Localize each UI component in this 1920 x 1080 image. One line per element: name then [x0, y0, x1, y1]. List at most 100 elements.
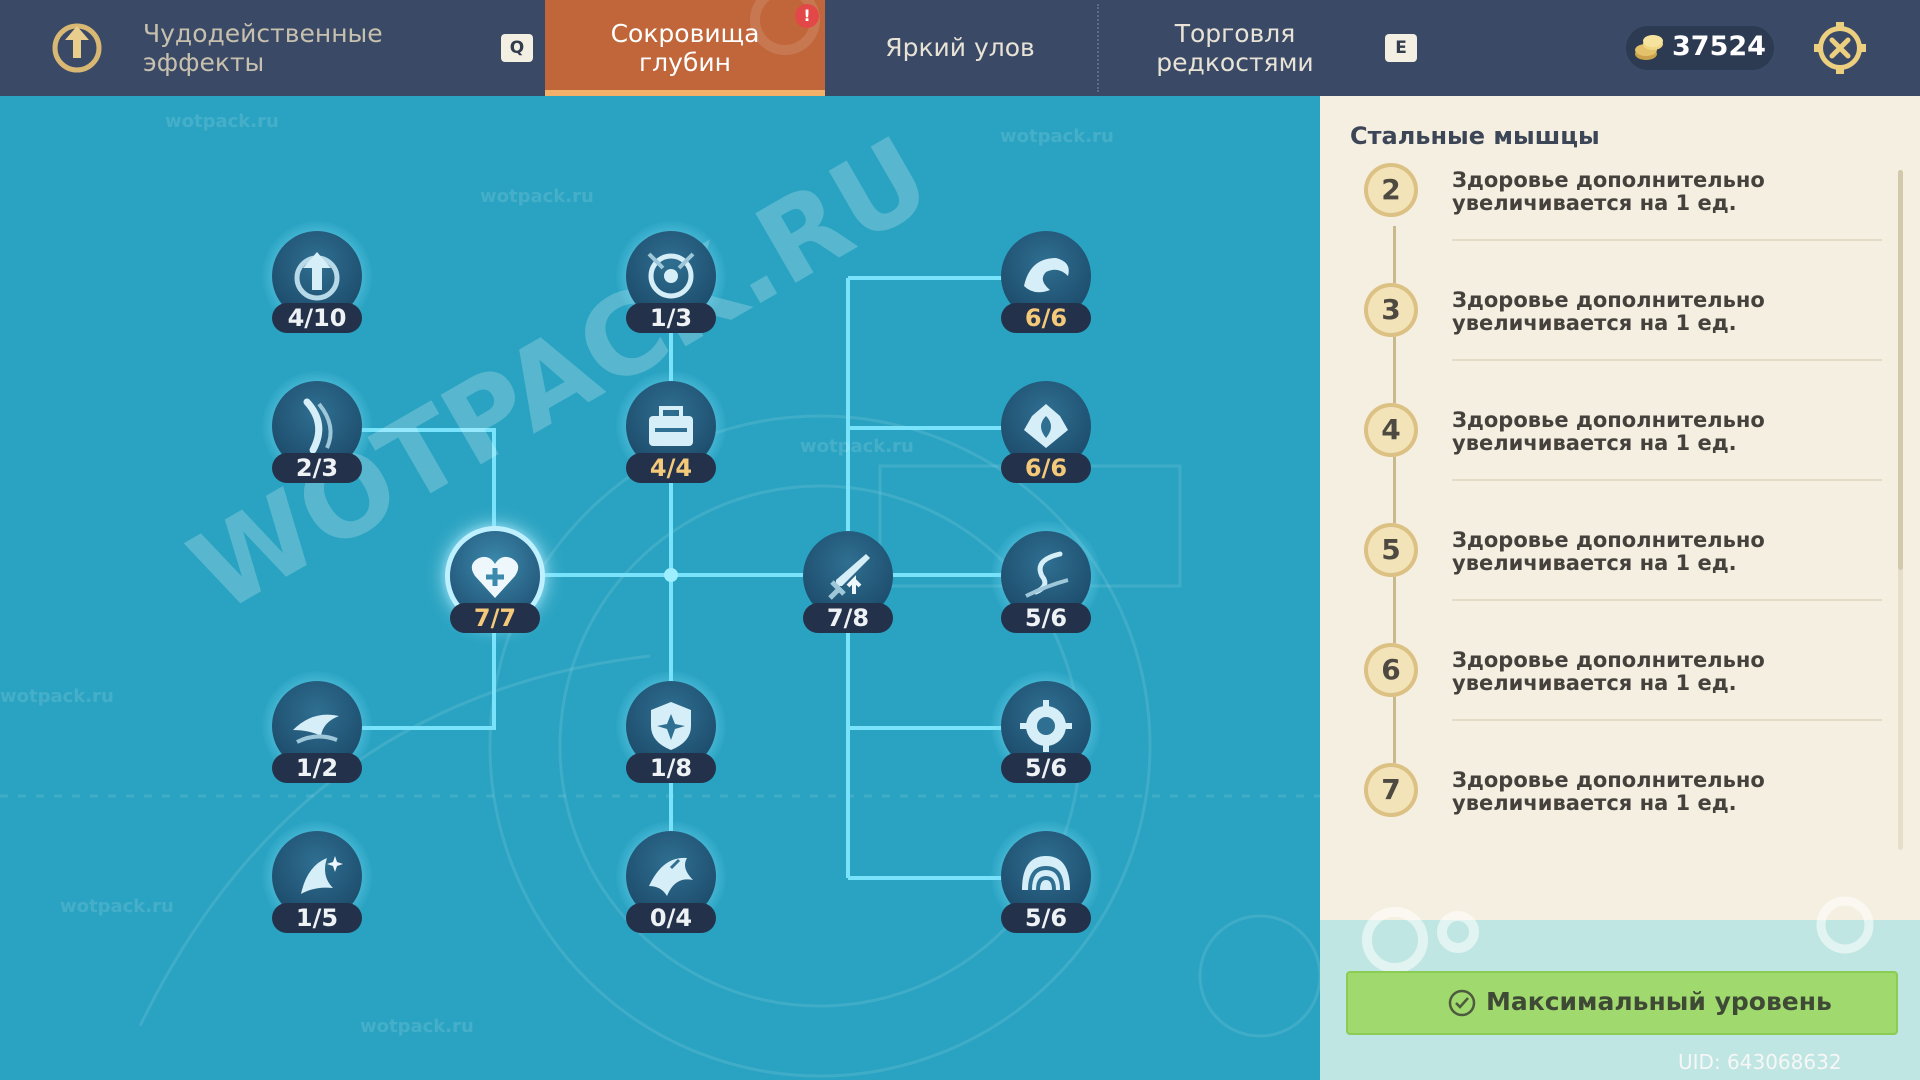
level-number: 4 — [1364, 403, 1418, 457]
level-number: 6 — [1364, 643, 1418, 697]
skill-node-shell[interactable]: 5/6 — [991, 821, 1101, 946]
skill-node-bird-swoop[interactable]: 1/2 — [262, 671, 372, 796]
hook-icon — [1025, 551, 1069, 598]
coin-stack-icon — [1635, 35, 1663, 60]
level-row: 6 Здоровье дополнительно увеличивается н… — [1360, 643, 1920, 753]
active-tab-underline — [545, 90, 825, 96]
level-row: 7 Здоровье дополнительно увеличивается н… — [1360, 763, 1920, 873]
row-divider — [1452, 359, 1882, 361]
bird-swoop-icon — [293, 714, 339, 744]
node-level-badge: 4/10 — [272, 303, 362, 333]
currency-amount: 37524 — [1672, 31, 1766, 62]
max-level-label: Максимальный уровень — [1486, 987, 1832, 1016]
skill-node-lotus[interactable]: 6/6 — [991, 371, 1101, 496]
tab-rarities-trade[interactable]: Торговля редкостями — [1156, 19, 1314, 77]
hotkey-q: Q — [501, 34, 533, 62]
checkmark-icon — [1448, 989, 1476, 1017]
skill-node-wave[interactable]: 6/6 — [991, 221, 1101, 346]
tab-deep-treasures-label: Сокровища глубин — [610, 19, 760, 77]
sparkle-fish-icon — [301, 856, 343, 894]
upgrade-arrow-icon — [294, 252, 340, 301]
shell-icon — [1022, 856, 1070, 891]
level-description: Здоровье дополнительно увеличивается на … — [1452, 168, 1765, 215]
level-description: Здоровье дополнительно увеличивается на … — [1452, 648, 1765, 695]
skill-node-target-reel[interactable]: 1/3 — [616, 221, 726, 346]
node-level-badge: 5/6 — [1001, 903, 1091, 933]
top-bar: Чудодейственные эффекты Q Сокровища глуб… — [0, 0, 1920, 96]
skill-node-sparkle-fish[interactable]: 1/5 — [262, 821, 372, 946]
junction-dot — [664, 568, 678, 582]
fishing-rod-icon — [303, 398, 333, 454]
node-level-badge: 1/3 — [626, 303, 716, 333]
watermark-small: wotpack.ru — [800, 436, 914, 457]
watermark-small: wotpack.ru — [360, 1016, 474, 1037]
level-number: 5 — [1364, 523, 1418, 577]
level-description: Здоровье дополнительно увеличивается на … — [1452, 528, 1765, 575]
watermark-small: wotpack.ru — [60, 896, 174, 917]
node-level-badge: 6/6 — [1001, 303, 1091, 333]
row-divider — [1452, 599, 1882, 601]
skill-tree: WOTPACK.RU wotpack.ru wotpack.ru wotpack… — [0, 96, 1320, 1080]
shield-icon — [651, 702, 691, 750]
node-level-badge: 7/8 — [803, 603, 893, 633]
node-level-badge: 7/7 — [450, 603, 540, 633]
level-description: Здоровье дополнительно увеличивается на … — [1452, 288, 1765, 335]
watermark-small: wotpack.ru — [480, 186, 594, 207]
node-level-badge: 5/6 — [1001, 753, 1091, 783]
node-level-badge: 1/8 — [626, 753, 716, 783]
close-button[interactable] — [1812, 20, 1868, 76]
level-number: 3 — [1364, 283, 1418, 337]
skill-node-upgrade[interactable]: 4/10 — [262, 221, 372, 346]
level-row: 5 Здоровье дополнительно увеличивается н… — [1360, 523, 1920, 633]
skill-node-tackle-box[interactable]: 4/4 — [616, 371, 726, 496]
gear-decoration-icon — [1816, 896, 1874, 954]
watermark-small: wotpack.ru — [1000, 126, 1114, 147]
level-number: 2 — [1364, 163, 1418, 217]
skill-title: Стальные мышцы — [1350, 122, 1600, 150]
level-description: Здоровье дополнительно увеличивается на … — [1452, 768, 1765, 815]
watermark-small: wotpack.ru — [0, 686, 114, 707]
skill-node-gear-crown[interactable]: 5/6 — [991, 671, 1101, 796]
tab-miracle-effects[interactable]: Чудодейственные эффекты — [143, 19, 383, 77]
tackle-box-icon — [649, 406, 693, 446]
level-number: 7 — [1364, 763, 1418, 817]
scrollbar-thumb[interactable] — [1898, 170, 1903, 570]
lotus-icon — [1024, 404, 1068, 448]
gear-crown-icon — [1020, 700, 1072, 752]
gear-decoration-icon — [1362, 907, 1479, 973]
upgrade-emblem-icon — [52, 23, 102, 73]
hotkey-e: E — [1385, 34, 1417, 62]
wave-icon — [1024, 258, 1069, 293]
heart-plus-icon — [471, 556, 519, 598]
level-description: Здоровье дополнительно увеличивается на … — [1452, 408, 1765, 455]
node-level-badge: 5/6 — [1001, 603, 1091, 633]
skill-node-fishing-rod[interactable]: 2/3 — [262, 371, 372, 496]
skill-node-hook[interactable]: 5/6 — [991, 521, 1101, 646]
max-level-button[interactable]: Максимальный уровень — [1346, 971, 1898, 1035]
level-row: 4 Здоровье дополнительно увеличивается н… — [1360, 403, 1920, 513]
skill-node-sword[interactable]: 7/8 — [793, 521, 903, 646]
node-level-badge: 4/4 — [626, 453, 716, 483]
shark-icon — [649, 857, 693, 896]
tab-divider — [1097, 4, 1099, 92]
alert-badge: ! — [795, 4, 819, 28]
node-level-badge: 1/5 — [272, 903, 362, 933]
skill-node-shield[interactable]: 1/8 — [616, 671, 726, 796]
level-row: 3 Здоровье дополнительно увеличивается н… — [1360, 283, 1920, 393]
row-divider — [1452, 719, 1882, 721]
tab-deep-treasures[interactable]: Сокровища глубин — [545, 0, 825, 96]
skill-node-steel-muscles[interactable]: 7/7 — [440, 521, 550, 646]
level-row: 2 Здоровье дополнительно увеличивается н… — [1360, 163, 1920, 273]
node-level-badge: 6/6 — [1001, 453, 1091, 483]
tab-bright-catch[interactable]: Яркий улов — [885, 33, 1035, 62]
level-timeline — [1393, 226, 1396, 786]
skill-node-shark[interactable]: 0/4 — [616, 821, 726, 946]
row-divider — [1452, 239, 1882, 241]
node-level-badge: 0/4 — [626, 903, 716, 933]
node-level-badge: 2/3 — [272, 453, 362, 483]
target-reel-icon — [647, 252, 695, 299]
row-divider — [1452, 479, 1882, 481]
node-level-badge: 1/2 — [272, 753, 362, 783]
sword-up-icon — [828, 554, 870, 600]
watermark-small: wotpack.ru — [165, 111, 279, 132]
